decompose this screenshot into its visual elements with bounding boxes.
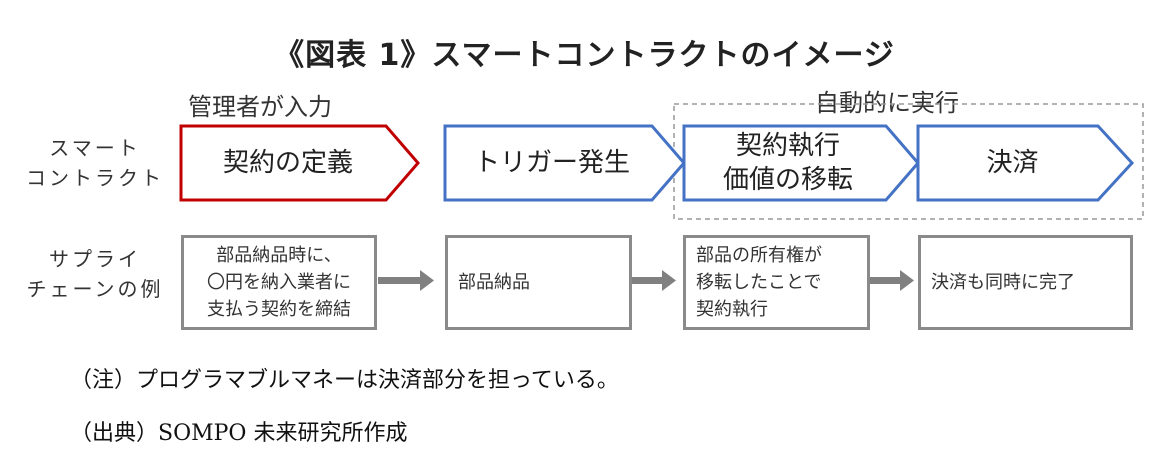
step-arrow-define [179,124,420,202]
auto-execute-caption: 自動的に実行 [815,89,959,117]
row-label-line: サプライ [49,247,141,271]
row-label-smart-contract: スマート コントラクト [20,133,170,193]
row-label-supply-chain: サプライ チェーンの例 [20,244,170,304]
admin-input-caption: 管理者が入力 [188,93,332,121]
row-label-line: スマート [49,136,141,160]
source-note: （出典）SOMPO 未来研究所作成 [70,421,408,446]
supply-box-delivery: 部品納品 [445,235,632,330]
connector-arrow-2 [632,270,676,291]
step-arrow-trigger [443,124,686,202]
footnote: （注）プログラマブルマネーは決済部分を担っている。 [70,368,619,393]
connector-arrow-1 [378,270,434,291]
step-text-settle: 決済 [986,148,1039,178]
step-text-execute: 契約執行 価値の移転 [722,131,853,195]
step-text-define: 契約の定義 [222,148,353,178]
step-arrow-execute [682,124,920,202]
row-label-line: コントラクト [26,166,164,190]
supply-box-execution: 部品の所有権が 移転したことで 契約執行 [683,235,870,330]
supply-box-settlement: 決済も同時に完了 [918,235,1133,330]
step-arrow-settle [916,124,1135,202]
row-label-line: チェーンの例 [26,277,164,301]
page-title: 《図表 1》スマートコントラクトのイメージ [274,38,895,73]
step-text-trigger: トリガー発生 [473,148,630,178]
supply-box-contract: 部品納品時に、 〇円を納入業者に 支払う契約を締結 [181,235,377,330]
connector-arrow-3 [870,270,914,291]
